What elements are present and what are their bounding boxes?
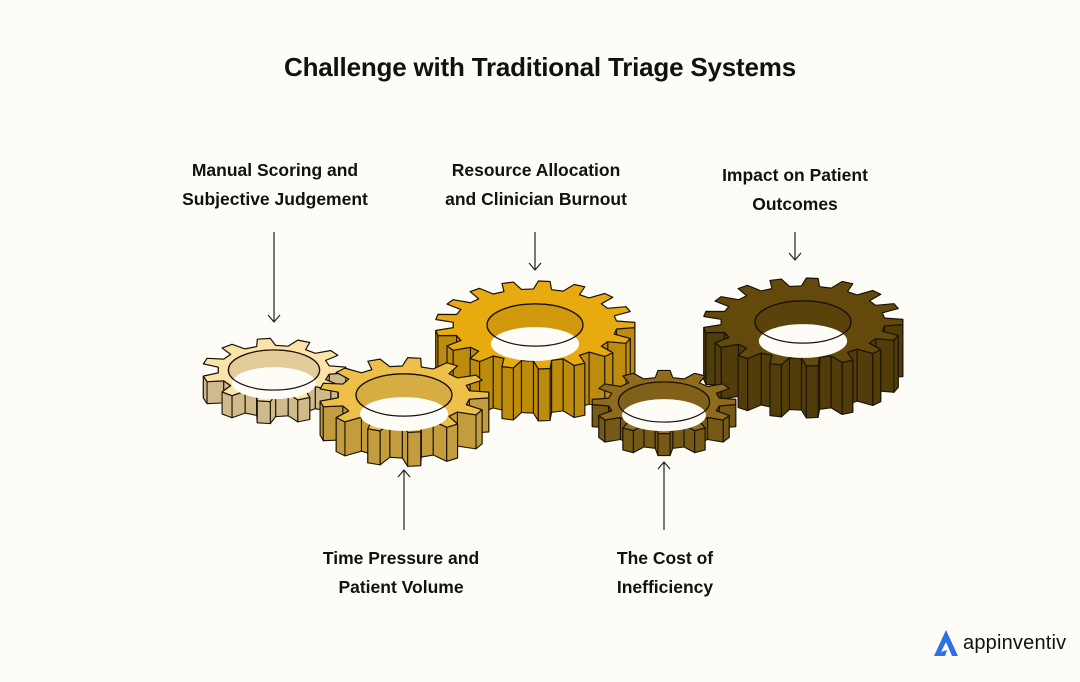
gear-side — [800, 357, 807, 419]
arrow-time-pressure — [397, 469, 411, 530]
gear-side — [537, 367, 551, 422]
gear-hole-through — [758, 324, 848, 358]
gear-side — [456, 411, 477, 450]
label-resource-allocation: Resource Allocation and Clinician Burnou… — [406, 156, 666, 214]
label-line: Time Pressure and — [322, 548, 480, 568]
gear-hole-rim — [227, 349, 321, 391]
gear-side — [622, 427, 634, 454]
gear-side — [841, 359, 854, 416]
gear-patient-outcomes — [703, 277, 904, 419]
gear-side — [769, 362, 782, 418]
gear-hole-rim — [355, 373, 453, 417]
label-time-pressure: Time Pressure and Patient Volume — [271, 544, 531, 602]
label-line: Manual Scoring and — [191, 160, 359, 180]
label-patient-outcomes: Impact on Patient Outcomes — [665, 161, 925, 219]
label-line: Inefficiency — [616, 577, 714, 597]
label-cost-of-inefficiency: The Cost of Inefficiency — [535, 544, 795, 602]
arrow-head-icon — [267, 314, 281, 323]
gear-side — [520, 360, 535, 414]
gear-side — [747, 352, 762, 412]
gear-hole-rim — [486, 303, 584, 347]
gear-side — [432, 420, 448, 462]
gear-side — [694, 427, 706, 454]
brand-logo: appinventiv — [932, 628, 1066, 658]
arrow-resource-allocation — [528, 232, 542, 271]
gear-hole-rim — [617, 381, 711, 423]
gear-hole-through — [490, 327, 580, 361]
gear-side — [407, 431, 422, 467]
gear-side — [805, 364, 819, 419]
gear-hole-rim — [754, 300, 852, 344]
arrow-head-icon — [397, 469, 411, 478]
gear-side — [551, 358, 564, 413]
gear-side — [780, 357, 790, 418]
gear-side — [446, 423, 459, 462]
gear-side — [788, 357, 803, 411]
gear-hole-through — [232, 367, 316, 400]
gear-hole-through — [622, 399, 706, 432]
label-line: Subjective Judgement — [182, 189, 368, 209]
gear-side — [562, 358, 575, 419]
gear-side — [893, 334, 899, 393]
gear-hole-through — [359, 397, 449, 431]
gear-side — [512, 360, 522, 421]
label-line: Impact on Patient — [722, 165, 868, 185]
label-line: The Cost of — [616, 548, 714, 568]
gear-side — [367, 428, 381, 466]
arrow-patient-outcomes — [788, 232, 802, 261]
gear-time-pressure — [319, 357, 490, 467]
gear-side — [872, 349, 882, 407]
gear-side — [335, 417, 346, 457]
appinventiv-logo-icon — [934, 630, 958, 656]
gear-cost-of-inefficiency — [591, 369, 737, 457]
gear-side — [344, 416, 362, 457]
label-line: Resource Allocation — [451, 160, 621, 180]
gear-side — [819, 355, 832, 410]
gear-side — [256, 400, 271, 425]
label-line: Outcomes — [752, 194, 838, 214]
arrow-head-icon — [657, 461, 671, 470]
gear-side — [830, 355, 843, 416]
label-line: and Clinician Burnout — [445, 189, 627, 209]
arrow-head-icon — [788, 252, 802, 261]
gear-side — [475, 409, 483, 450]
gear-side — [206, 380, 225, 405]
gear-side — [501, 365, 514, 421]
page-title: Challenge with Traditional Triage System… — [284, 52, 796, 82]
gear-side — [657, 433, 671, 457]
gear-side — [856, 348, 874, 407]
arrow-cost-of-inefficiency — [657, 461, 671, 530]
label-line: Patient Volume — [338, 577, 464, 597]
gear-side — [706, 416, 724, 443]
brand-name: appinventiv — [963, 631, 1067, 654]
gear-side — [221, 391, 233, 419]
arrow-manual-scoring — [267, 232, 281, 323]
gear-side — [297, 396, 311, 423]
arrow-head-icon — [528, 262, 542, 271]
gear-side — [604, 416, 622, 443]
label-manual-scoring: Manual Scoring and Subjective Judgement — [145, 156, 405, 214]
gear-side — [532, 360, 539, 422]
gear-side — [737, 354, 749, 412]
gear-side — [573, 362, 586, 419]
